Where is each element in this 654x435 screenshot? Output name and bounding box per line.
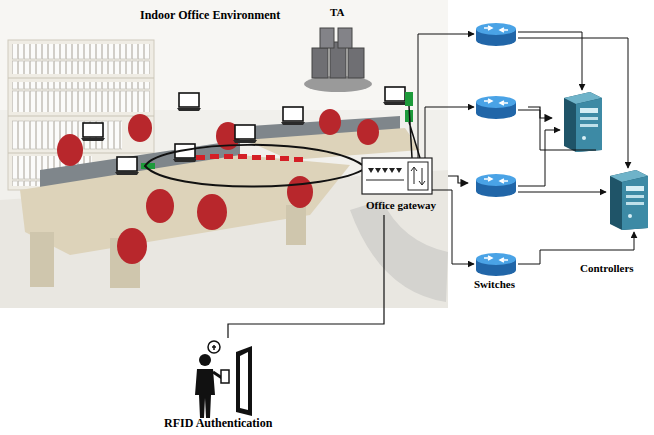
gateway-device [389,168,395,173]
laptop [81,123,105,141]
rfid-figure [221,370,229,383]
wireless-link [145,145,366,187]
network-wire [418,32,634,264]
wireless-link [224,154,233,159]
gateway-device [366,180,404,181]
office-photo [0,0,448,308]
rfid-station: RFID Authentication [160,338,296,432]
ta-server: TA [300,4,376,92]
chair [357,119,379,145]
wireless-link [238,154,247,159]
rfid-figure [240,352,248,410]
ta-server-stack [312,48,328,78]
gateway-device [362,158,432,194]
rfid-figure [236,346,252,416]
gateway-device [368,168,374,173]
controller-group: Controllers [552,84,650,280]
switch-icon [476,96,516,119]
controller-server [610,170,648,230]
wireless-link [280,156,289,161]
office-photo [30,232,54,287]
rfid-figure [212,345,216,350]
network-link [228,215,384,338]
rfid-figure [195,341,252,418]
laptop [383,87,407,105]
network-link [448,176,468,183]
laptop [177,93,201,111]
rfid-figure [195,369,215,418]
office-photo [286,205,306,245]
network-link [528,107,552,118]
ta-server-stack [304,28,372,92]
rfid-figure [208,341,220,353]
network-wire [425,107,474,158]
office-photo [12,44,150,74]
wireless-link [294,157,303,162]
chair [146,189,174,223]
wireless-link [196,154,303,162]
chair [128,114,152,142]
office-photo [12,82,150,112]
wireless-link [210,154,219,159]
office-region: Indoor Office Environment TA Office gatewa… [0,0,448,308]
gateway-device [382,168,388,173]
gateway-box: Office gateway [356,155,448,215]
wireless-link [141,92,420,187]
network-wire [518,38,628,168]
chair [287,176,313,208]
node-label: RFID Authentication [164,416,272,430]
gateway-device [411,167,425,185]
laptop [115,157,139,175]
wireless-link [252,155,261,160]
laptop [281,107,305,125]
network-wire [518,110,596,150]
node-label: Controllers [580,262,634,275]
office-photo [20,155,350,255]
ta-server-stack [338,28,352,48]
network-wire [518,192,606,193]
ta-server-stack [348,48,364,78]
network-wire [432,190,474,264]
chair [57,109,379,264]
chair [319,109,341,135]
wireless-link [405,92,413,106]
gateway-device [408,162,428,190]
laptop [233,125,257,143]
chair [57,134,83,166]
network-wire [418,34,474,158]
node-label: Office gateway [366,199,436,212]
network-wire [518,32,582,90]
switch-icon [476,174,516,197]
office-photo [8,78,154,79]
laptop [173,144,197,162]
switch-group: Switches [468,14,528,296]
node-label: TA [330,6,344,19]
office-photo [0,0,448,308]
office-photo [350,200,448,302]
ta-server-stack [320,28,334,48]
chair [197,194,227,230]
controller-server [564,92,602,152]
gateway-device [396,168,402,173]
office-photo [8,116,154,117]
gateway-device [368,168,402,173]
network-wire [518,232,634,264]
rfid-figure [199,354,211,366]
gateway-device [375,168,381,173]
network-wire [518,130,560,186]
chair [117,228,147,264]
gateway-device [362,158,432,194]
switch-icon [476,253,516,276]
wireless-link [266,155,275,160]
wireless-link [196,155,205,160]
switch-icon [476,23,516,276]
node-label: Switches [474,278,515,291]
node-label: Indoor Office Environment [140,8,280,22]
switch-icon [476,23,516,46]
controller-server [564,92,648,230]
